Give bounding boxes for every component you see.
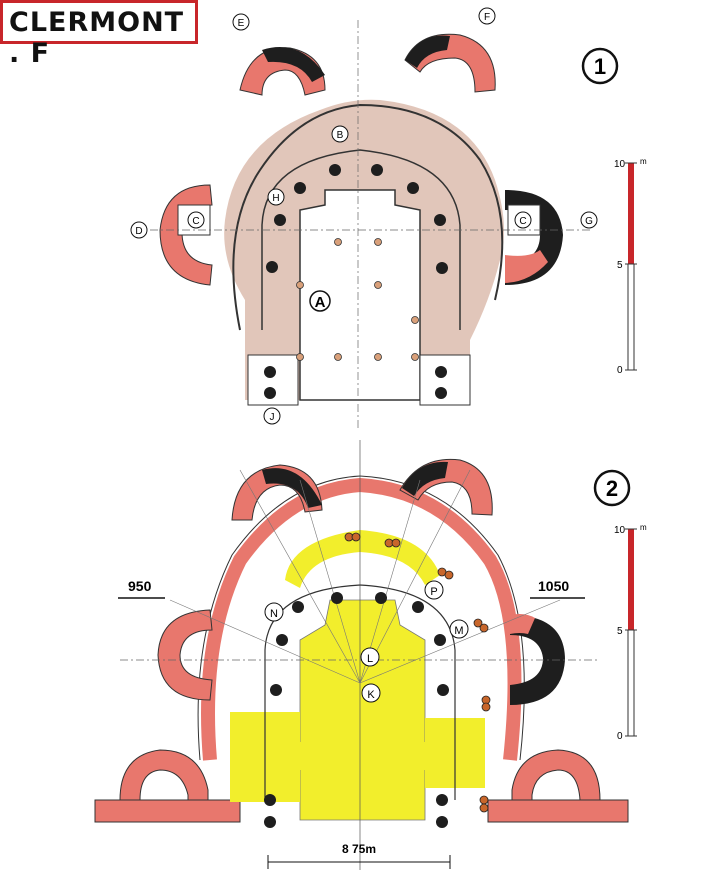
svg-text:8 75m: 8 75m [342,842,376,856]
title-frame: CLERMONT . F [0,0,198,69]
plan-2-wall-southeast [487,799,629,823]
plan-2-number: 2 [593,469,631,507]
svg-text:H: H [272,193,279,204]
excavation-ambulatory-arc [285,530,440,588]
plan-2-radiating-lines [169,469,561,684]
plan-2-scale-bar: 10 m 5 0 [614,523,647,742]
right-date-label: 1050 [538,578,569,594]
scale-2-label-mid: 5 [617,626,623,637]
plan-1-lower-right-block [419,354,471,406]
plan-2-chapel-west [157,609,213,701]
svg-text:A: A [315,294,326,311]
svg-text:L: L [367,653,373,665]
chapel-F-black [405,35,450,68]
plan-2-wall-southwest [94,799,241,823]
left-date-label: 950 [128,578,152,594]
label-G: G [580,211,598,229]
label-A: A [309,290,331,312]
excavation-crossing [255,742,455,770]
plan-2-chapel-east-red [510,614,535,634]
svg-text:N: N [270,608,278,620]
label-N: N [264,602,284,622]
label-D: D [130,221,148,239]
label-L: L [360,647,380,667]
chapel-G [505,190,563,285]
label-P: P [424,580,444,600]
plan-1-number: 1 [581,47,619,85]
svg-text:B: B [337,130,344,141]
label-F: F [478,7,496,25]
label-E: E [232,13,250,31]
svg-text:G: G [585,216,593,227]
svg-text:J: J [270,412,275,423]
chapel-E-black [262,47,325,82]
excavation-nave [299,599,426,821]
plan-1-nave [299,189,421,401]
scale-2-unit: m [640,523,647,532]
svg-text:K: K [367,689,375,701]
svg-text:2: 2 [606,476,618,501]
label-J: J [263,407,281,425]
plan-1-small-columns [296,238,419,361]
label-H: H [267,188,285,206]
plan-2-chapel-east [510,615,565,705]
plan-2-dimension: 8 75m [267,842,451,869]
scale-2-label-top: 10 [614,525,626,536]
label-K: K [361,683,381,703]
label-C-left: C [187,211,205,229]
plan-2-excavated-columns [344,532,491,813]
scale-1-label-top: 10 [614,159,626,170]
label-C-right: C [514,211,532,229]
label-B: B [331,125,349,143]
svg-text:F: F [484,12,490,23]
scale-1-label-mid: 5 [617,260,623,271]
plan-2-chapel-north-right-black [402,461,448,496]
svg-text:M: M [454,625,463,637]
plan-1-scale-bar: 10 m 5 0 [614,157,647,376]
plan-1: A B C C D E F G H J 1 10 m 5 0 [130,7,647,430]
scale-1-label-bottom: 0 [617,365,623,376]
plan-2: K L M N P 950 1050 8 75m 2 10 [94,440,647,870]
svg-text:C: C [519,216,526,227]
scale-1-unit: m [640,157,647,166]
plan-2-chapel-north-left-black [262,468,322,508]
svg-text:C: C [192,216,199,227]
chapel-G-red [505,250,548,283]
plan-1-columns [264,164,448,399]
svg-text:D: D [135,226,142,237]
plan-2-columns [264,592,449,828]
svg-text:P: P [430,586,437,598]
svg-text:E: E [238,18,245,29]
plan-1-outer-wall [232,103,504,331]
svg-text:1: 1 [594,54,606,79]
scale-2-label-bottom: 0 [617,731,623,742]
label-M: M [449,619,469,639]
sheet-title: CLERMONT . F [9,7,185,69]
